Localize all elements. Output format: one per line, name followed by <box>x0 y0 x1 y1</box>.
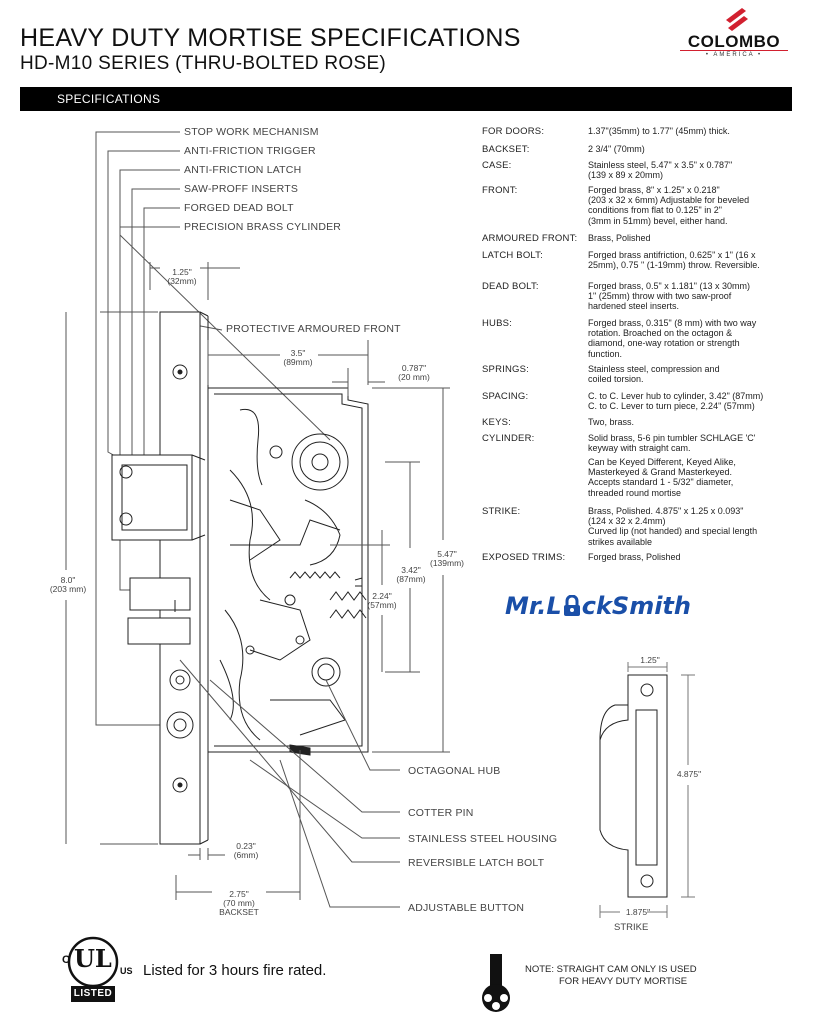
spec-label: EXPOSED TRIMS: <box>482 552 566 563</box>
mr-locksmith-logo: Mr.L ckSmith <box>505 592 735 622</box>
section-bar: SPECIFICATIONS <box>20 87 792 111</box>
callout-stop-work: STOP WORK MECHANISM <box>184 126 319 138</box>
strike-width-bottom: 1.875" <box>625 907 651 917</box>
ul-letters: UL <box>74 944 112 973</box>
spec-value: Forged brass, Polished <box>588 552 681 562</box>
spec-value: Solid brass, 5-6 pin tumbler SCHLAGE 'C'… <box>588 433 756 454</box>
callout-cotter-pin: COTTER PIN <box>408 807 474 819</box>
spec-label: KEYS: <box>482 417 511 428</box>
callout-saw-inserts: SAW-PROFF INSERTS <box>184 183 299 195</box>
ul-c: C <box>62 954 70 966</box>
spec-label: HUBS: <box>482 318 513 329</box>
dim-hub-cylinder: 3.42"(87mm) <box>396 565 426 584</box>
callout-adjustable-button: ADJUSTABLE BUTTON <box>408 902 525 914</box>
dim-front-thickness: 0.23"(6mm) <box>233 841 259 860</box>
spec-value: 1.37"(35mm) to 1.77" (45mm) thick. <box>588 126 730 136</box>
spec-value: Stainless steel, compression and coiled … <box>588 364 720 385</box>
colombo-logo: COLOMBO • AMERICA • <box>676 6 792 64</box>
spec-value: Two, brass. <box>588 417 635 427</box>
fire-rating-text: Listed for 3 hours fire rated. <box>143 962 327 979</box>
page-subtitle: HD-M10 SERIES (THRU-BOLTED ROSE) <box>20 53 387 74</box>
callout-anti-trigger: ANTI-FRICTION TRIGGER <box>184 145 316 157</box>
ul-us: US <box>120 966 133 976</box>
strike-label: STRIKE <box>614 922 649 933</box>
spec-value: Forged brass, 8" x 1.25" x 0.218" (203 x… <box>588 185 750 226</box>
spec-label: DEAD BOLT: <box>482 281 539 292</box>
mr-locksmith-right: ckSmith <box>581 592 691 620</box>
cam-note-line2: FOR HEAVY DUTY MORTISE <box>559 976 688 987</box>
spec-value: Brass, Polished <box>588 233 651 243</box>
callout-octagonal-hub: OCTAGONAL HUB <box>408 765 501 777</box>
logo-rule <box>680 50 788 51</box>
dim-backset: 2.75"(70 mm)BACKSET <box>219 889 259 917</box>
spec-value: Brass, Polished. 4.875" x 1.25 x 0.093" … <box>588 506 758 547</box>
strike-width-top: 1.25" <box>640 655 660 665</box>
callout-housing: STAINLESS STEEL HOUSING <box>408 833 558 845</box>
spec-label: CYLINDER: <box>482 433 535 444</box>
spec-label: FOR DOORS: <box>482 126 545 137</box>
spec-value: C. to C. Lever hub to cylinder, 3.42" (8… <box>588 391 764 412</box>
spec-label: STRIKE: <box>482 506 521 517</box>
logo-tagline: • AMERICA • <box>705 52 763 58</box>
spec-value: Forged brass antifriction, 0.625" x 1" (… <box>588 250 760 271</box>
callout-precision-cylinder: PRECISION BRASS CYLINDER <box>184 221 342 233</box>
spec-value: Forged brass, 0.315" (8 mm) with two way… <box>588 318 757 359</box>
dim-lever-turn: 2.24"(57mm) <box>367 591 397 610</box>
spec-label: SPRINGS: <box>482 364 529 375</box>
callout-forged-bolt: FORGED DEAD BOLT <box>184 202 294 214</box>
section-bar-label: SPECIFICATIONS <box>57 92 161 106</box>
callout-armoured-front: PROTECTIVE ARMOURED FRONT <box>226 323 401 335</box>
cam-note-line1: NOTE: STRAIGHT CAM ONLY IS USED <box>525 964 697 975</box>
dim-case-height: 5.47"(139mm) <box>429 549 464 568</box>
spec-value: 2 3/4" (70mm) <box>588 144 645 154</box>
spec-label: FRONT: <box>482 185 518 196</box>
dim-front-height: 8.0"(203 mm) <box>49 575 87 594</box>
mr-locksmith-left: Mr.L <box>505 592 562 620</box>
callout-anti-latch: ANTI-FRICTION LATCH <box>184 164 302 176</box>
ul-listed: LISTED <box>73 988 113 999</box>
spec-label: SPACING: <box>482 391 529 402</box>
spec-label: ARMOURED FRONT: <box>482 233 578 244</box>
strike-height: 4.875" <box>676 769 702 779</box>
dim-width-front: 1.25"(32mm) <box>167 267 197 286</box>
spec-label: LATCH BOLT: <box>482 250 543 261</box>
ul-listed-mark-icon <box>67 936 119 1002</box>
logo-word: COLOMBO <box>687 32 781 51</box>
page-title: HEAVY DUTY MORTISE SPECIFICATIONS <box>20 24 521 52</box>
logo-mark-icon <box>726 8 748 31</box>
dim-case-depth: 0.787"(20 mm) <box>398 363 430 382</box>
spec-value: Can be Keyed Different, Keyed Alike, Mas… <box>588 457 736 498</box>
spec-label: BACKSET: <box>482 144 530 155</box>
spec-value: Forged brass, 0.5" x 1.181" (13 x 30mm) … <box>588 281 750 312</box>
spec-label: CASE: <box>482 160 512 171</box>
padlock-icon <box>563 594 581 617</box>
spec-value: Stainless steel, 5.47" x 3.5" x 0.787" (… <box>588 160 733 181</box>
strike-plate-drawing <box>599 662 695 918</box>
straight-cam-icon <box>482 954 510 1012</box>
callout-reversible-latch: REVERSIBLE LATCH BOLT <box>408 857 545 869</box>
dim-case-width: 3.5"(89mm) <box>283 348 313 367</box>
cam-note: NOTE: STRAIGHT CAM ONLY IS USED FOR HEAV… <box>525 964 697 988</box>
